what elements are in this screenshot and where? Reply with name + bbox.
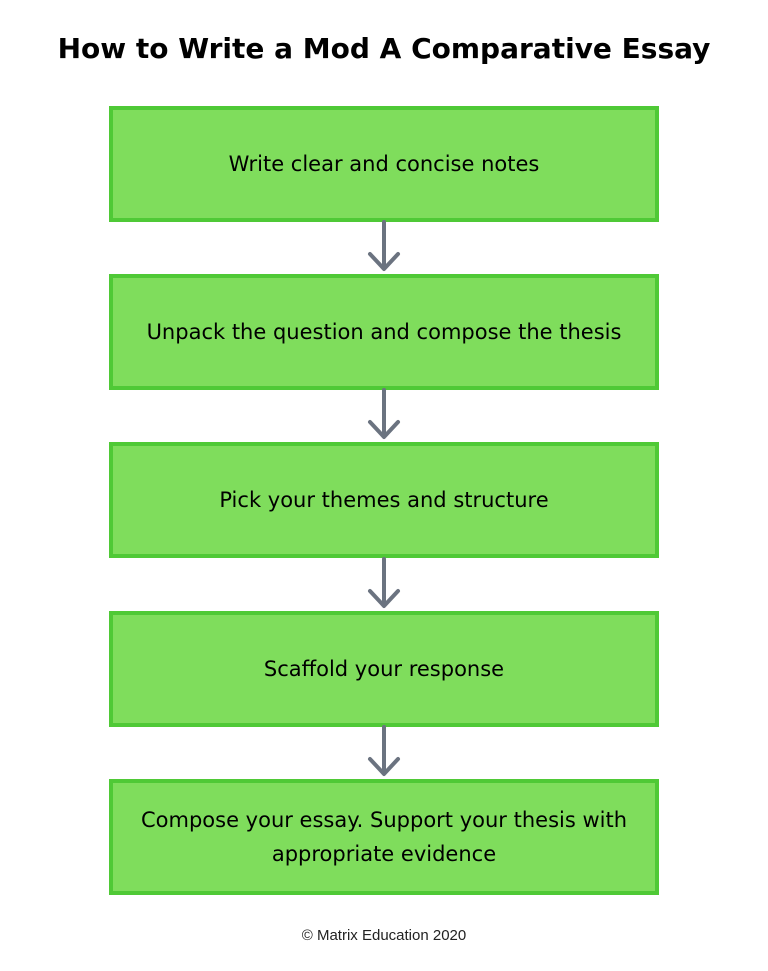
step-box-3: Pick your themes and structure [109, 442, 659, 558]
step-label-4: Scaffold your response [263, 657, 505, 681]
step-label-2: Unpack the question and compose the thes… [146, 320, 622, 344]
copyright-footer: © Matrix Education 2020 [301, 927, 467, 944]
step-box-2: Unpack the question and compose the thes… [109, 274, 659, 390]
step-box-5: Compose your essay. Support your thesis … [109, 779, 659, 895]
step-label-1: Write clear and concise notes [228, 152, 540, 176]
step-box-4: Scaffold your response [109, 611, 659, 727]
down-arrow-icon [368, 725, 400, 776]
step-label-5: Compose your essay. Support your thesis … [140, 808, 628, 866]
step-box-1: Write clear and concise notes [109, 106, 659, 222]
down-arrow-icon [368, 220, 400, 271]
step-label-3: Pick your themes and structure [219, 488, 549, 512]
diagram-title: How to Write a Mod A Comparative Essay [57, 32, 711, 65]
down-arrow-icon [368, 388, 400, 439]
down-arrow-icon [368, 557, 400, 608]
